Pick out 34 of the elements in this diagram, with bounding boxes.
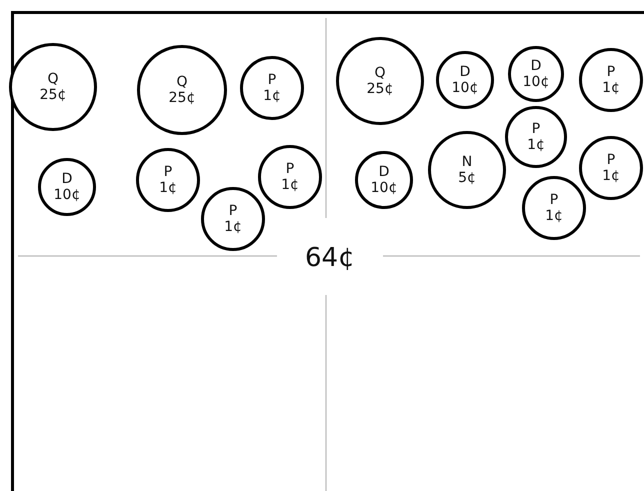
coin-value: 10¢ (522, 74, 550, 90)
coin-letter: P (550, 192, 558, 208)
coin-letter: P (228, 202, 238, 219)
coin-letter: P (606, 152, 616, 168)
coin-circle (258, 145, 322, 209)
coin-value: 10¢ (452, 80, 478, 96)
coin-letter: D (62, 170, 72, 187)
coin-value: 25¢ (366, 81, 394, 98)
coin-letter: P (606, 64, 616, 80)
coin-value: 1¢ (159, 180, 177, 196)
coin-value: 1¢ (545, 208, 563, 224)
coin-value: 25¢ (40, 87, 66, 104)
coin-value: 1¢ (602, 80, 620, 96)
coin-value: 1¢ (602, 168, 620, 184)
coin-letter: Q (176, 74, 188, 90)
coin-value: 1¢ (224, 219, 242, 236)
coin-letter: N (462, 154, 472, 170)
coin-value: 1¢ (281, 177, 299, 194)
coin-value: 1¢ (527, 137, 545, 154)
coin-letter: Q (374, 64, 386, 81)
coin-letter: P (532, 120, 540, 137)
coin-letter: D (460, 64, 470, 80)
coin-circle (201, 187, 265, 251)
coin-letter: P (268, 72, 276, 88)
coin-value: 1¢ (263, 88, 281, 104)
coin-value: 5¢ (458, 170, 476, 186)
coin-value: 10¢ (370, 180, 398, 196)
coin-letter: D (378, 164, 390, 180)
coin-letter: Q (47, 70, 59, 87)
coin-letter: P (164, 164, 172, 180)
coin-value: 10¢ (54, 187, 80, 204)
coin-letter: D (530, 58, 542, 74)
coin-letter: P (286, 160, 294, 177)
coin-value: 25¢ (168, 90, 196, 106)
